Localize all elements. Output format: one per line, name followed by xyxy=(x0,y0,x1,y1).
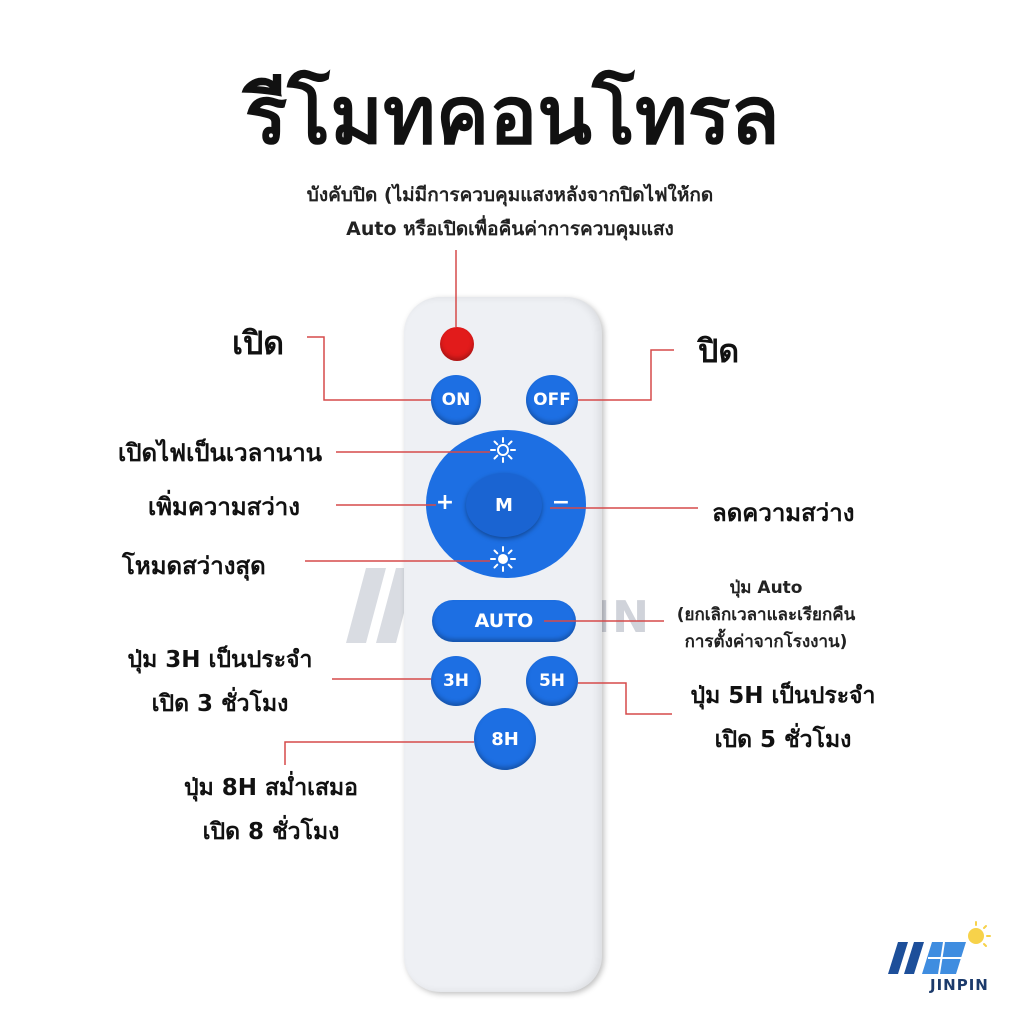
5h-label-line1: ปุ่ม 5H เป็นประจำ xyxy=(690,683,876,709)
3h-label-line2: เปิด 3 ชั่วโมง xyxy=(151,691,289,717)
8h-button[interactable]: 8H xyxy=(474,708,536,770)
jinpin-logo: JINPIN xyxy=(884,920,994,996)
8h-label-line1: ปุ่ม 8H สม่ำเสมอ xyxy=(183,775,359,801)
5h-label-line2: เปิด 5 ชั่วโมง xyxy=(714,727,852,753)
auto-label: ปุ่ม Auto (ยกเลิกเวลาและเรียกคืน การตั้ง… xyxy=(664,575,868,656)
auto-button[interactable]: AUTO xyxy=(432,600,576,642)
3h-label: ปุ่ม 3H เป็นประจำ เปิด 3 ชั่วโมง xyxy=(104,638,336,726)
brightest-label: โหมดสว่างสุด xyxy=(122,552,266,580)
sun-icon[interactable] xyxy=(490,437,516,463)
plus-button[interactable]: + xyxy=(435,490,455,515)
3h-label-line1: ปุ่ม 3H เป็นประจำ xyxy=(127,647,313,673)
leader-8h xyxy=(284,741,474,765)
8h-label-line2: เปิด 8 ชั่วโมง xyxy=(202,819,340,845)
auto-label-line3: การตั้งค่าจากโรงงาน) xyxy=(684,632,848,652)
dimmer-label: ลดความสว่าง xyxy=(712,499,855,527)
force-off-note-line2: Auto หรือเปิดเพื่อคืนค่าการควบคุมแสง xyxy=(346,218,674,240)
on-button[interactable]: ON xyxy=(431,375,481,425)
8h-label: ปุ่ม 8H สม่ำเสมอ เปิด 8 ชั่วโมง xyxy=(160,766,382,854)
logo-text: JINPIN xyxy=(930,976,989,994)
auto-label-title: ปุ่ม Auto xyxy=(729,578,803,598)
jinpin-logo-icon xyxy=(888,921,991,975)
mode-button[interactable]: M xyxy=(466,473,542,537)
auto-label-line2: (ยกเลิกเวลาและเรียกคืน xyxy=(676,605,856,625)
long-on-label: เปิดไฟเป็นเวลานาน xyxy=(118,439,323,467)
brighter-label: เพิ่มความสว่าง xyxy=(148,493,300,521)
force-off-note-line1: บังคับปิด (ไม่มีการควบคุมแสงหลังจากปิดไฟ… xyxy=(306,184,714,206)
page-title: รีโมทคอนโทรล xyxy=(244,69,780,162)
off-label: ปิด xyxy=(698,332,740,370)
5h-button[interactable]: 5H xyxy=(526,656,578,706)
leader-on xyxy=(307,336,431,401)
sun-bright-icon[interactable] xyxy=(490,546,516,572)
force-off-note: บังคับปิด (ไม่มีการควบคุมแสงหลังจากปิดไฟ… xyxy=(200,178,820,246)
5h-label: ปุ่ม 5H เป็นประจำ เปิด 5 ชั่วโมง xyxy=(672,674,894,762)
off-button[interactable]: OFF xyxy=(526,375,578,425)
power-off-button[interactable] xyxy=(440,327,474,361)
leader-5h xyxy=(578,682,672,715)
leader-off xyxy=(578,349,674,401)
on-label: เปิด xyxy=(232,324,285,362)
3h-button[interactable]: 3H xyxy=(431,656,481,706)
